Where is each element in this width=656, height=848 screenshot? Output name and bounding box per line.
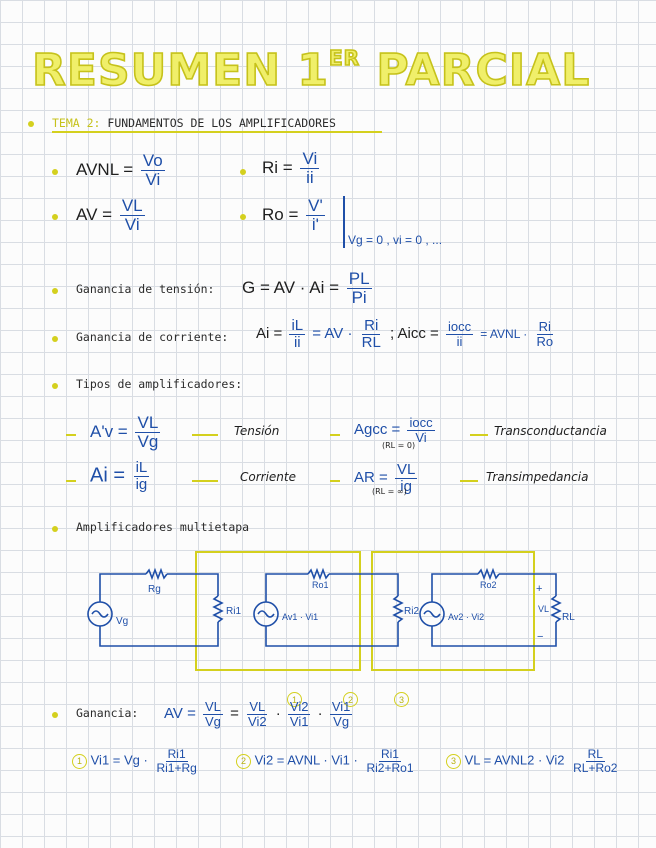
theme-title: FUNDAMENTOS DE LOS AMPLIFICADORES bbox=[107, 116, 336, 130]
gain-voltage-label: Ganancia de tensión: bbox=[76, 282, 215, 296]
circle-marker-3: 3 bbox=[394, 689, 409, 708]
dash-mark bbox=[460, 480, 478, 482]
label-plus: + bbox=[536, 583, 542, 595]
bullet-dot bbox=[52, 288, 58, 294]
label-minus: − bbox=[537, 631, 543, 643]
dash-mark bbox=[66, 480, 76, 482]
type-voltage-name: Tensión bbox=[234, 424, 280, 438]
type-transimpedance-cond: (RL = ∞) bbox=[372, 487, 407, 496]
gain-total-label: Ganancia: bbox=[76, 706, 139, 720]
source-vg bbox=[87, 601, 113, 627]
label-ro1: Ro1 bbox=[312, 580, 329, 590]
bullet-dot bbox=[52, 712, 58, 718]
theme-underline bbox=[52, 131, 382, 133]
dash-mark bbox=[192, 434, 218, 436]
multistage-circuit: Rg Vg Ri1 Ro1 Av1 · Vi1 Ri2 Ro2 Av2 · Vi… bbox=[87, 551, 575, 671]
label-ri1: Ri1 bbox=[226, 606, 241, 617]
theme-label: TEMA 2: bbox=[52, 116, 101, 130]
dash-mark bbox=[330, 434, 340, 436]
label-ri2: Ri2 bbox=[404, 606, 419, 617]
theme-heading: TEMA 2: FUNDAMENTOS DE LOS AMPLIFICADORE… bbox=[52, 116, 336, 130]
bullet-dot bbox=[52, 336, 58, 342]
bullet-dot bbox=[28, 121, 34, 127]
label-vg: Vg bbox=[116, 616, 128, 627]
dash-mark bbox=[66, 434, 76, 436]
type-transconductance-name: Transconductancia bbox=[494, 424, 607, 438]
source-stage-2 bbox=[419, 601, 445, 627]
dash-mark bbox=[470, 434, 488, 436]
label-rg: Rg bbox=[148, 584, 161, 595]
circle-marker-1: 1 bbox=[287, 689, 302, 708]
bullet-dot bbox=[52, 383, 58, 389]
bullet-dot bbox=[52, 169, 58, 175]
types-label: Tipos de amplificadores: bbox=[76, 377, 243, 391]
type-current-name: Corriente bbox=[240, 470, 296, 484]
label-rl: RL bbox=[562, 612, 575, 623]
gain-current-label: Ganancia de corriente: bbox=[76, 330, 229, 344]
label-ro2: Ro2 bbox=[480, 580, 497, 590]
stage-box-2 bbox=[371, 551, 535, 671]
multistage-label: Amplificadores multietapa bbox=[76, 520, 250, 534]
page-title: RESUMEN 1ER PARCIAL bbox=[31, 44, 591, 97]
bullet-dot bbox=[240, 214, 246, 220]
dash-mark bbox=[330, 480, 340, 482]
stage-box-1 bbox=[195, 551, 361, 671]
type-transimpedance-name: Transimpedancia bbox=[486, 470, 589, 484]
bullet-dot bbox=[52, 526, 58, 532]
bullet-dot bbox=[240, 169, 246, 175]
label-src3: Av2 · Vi2 bbox=[448, 612, 484, 622]
dash-mark bbox=[192, 480, 218, 482]
label-src2: Av1 · Vi1 bbox=[282, 612, 318, 622]
circle-marker-2: 2 bbox=[343, 689, 358, 708]
source-stage-1 bbox=[253, 601, 279, 627]
type-transconductance-cond: (RL = 0) bbox=[382, 441, 416, 450]
ro-formula: Ro = V'i' bbox=[262, 196, 325, 234]
evaluation-bar bbox=[343, 196, 345, 248]
bullet-dot bbox=[52, 214, 58, 220]
label-vl: VL bbox=[538, 604, 549, 614]
ro-condition: Vg = 0 , vi = 0 , ... bbox=[348, 233, 443, 247]
